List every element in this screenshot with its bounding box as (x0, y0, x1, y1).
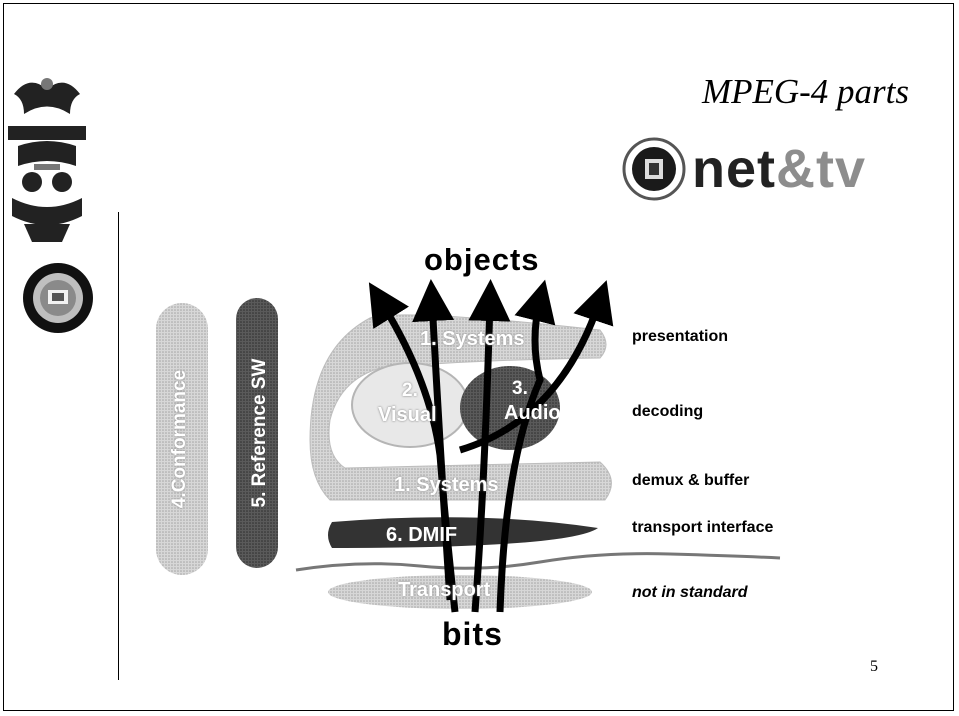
layer-label-decoding: decoding (632, 403, 703, 421)
layer-label-transport-interface: transport interface (632, 519, 773, 537)
not-standard-wave (296, 554, 780, 570)
dmif-block (328, 517, 598, 548)
systems-top-label: 1. Systems (420, 328, 525, 351)
transport-label: Transport (398, 579, 490, 602)
layer-label-demux: demux & buffer (632, 472, 749, 490)
dmif-label: 6. DMIF (386, 524, 457, 547)
bits-label: bits (442, 616, 503, 653)
reference-sw-label: 5. Reference SW (249, 353, 271, 513)
layer-label-presentation: presentation (632, 328, 728, 346)
visual-num-label: 2. (402, 380, 418, 402)
audio-label: Audio (504, 402, 561, 425)
audio-num-label: 3. (512, 378, 528, 400)
layer-label-not-in-standard: not in standard (632, 584, 748, 602)
conformance-label: 4.Conformance (169, 369, 191, 509)
visual-label: Visual (378, 404, 437, 427)
page-number: 5 (870, 658, 878, 676)
objects-label: objects (424, 242, 540, 278)
systems-bottom-label: 1. Systems (394, 474, 499, 497)
